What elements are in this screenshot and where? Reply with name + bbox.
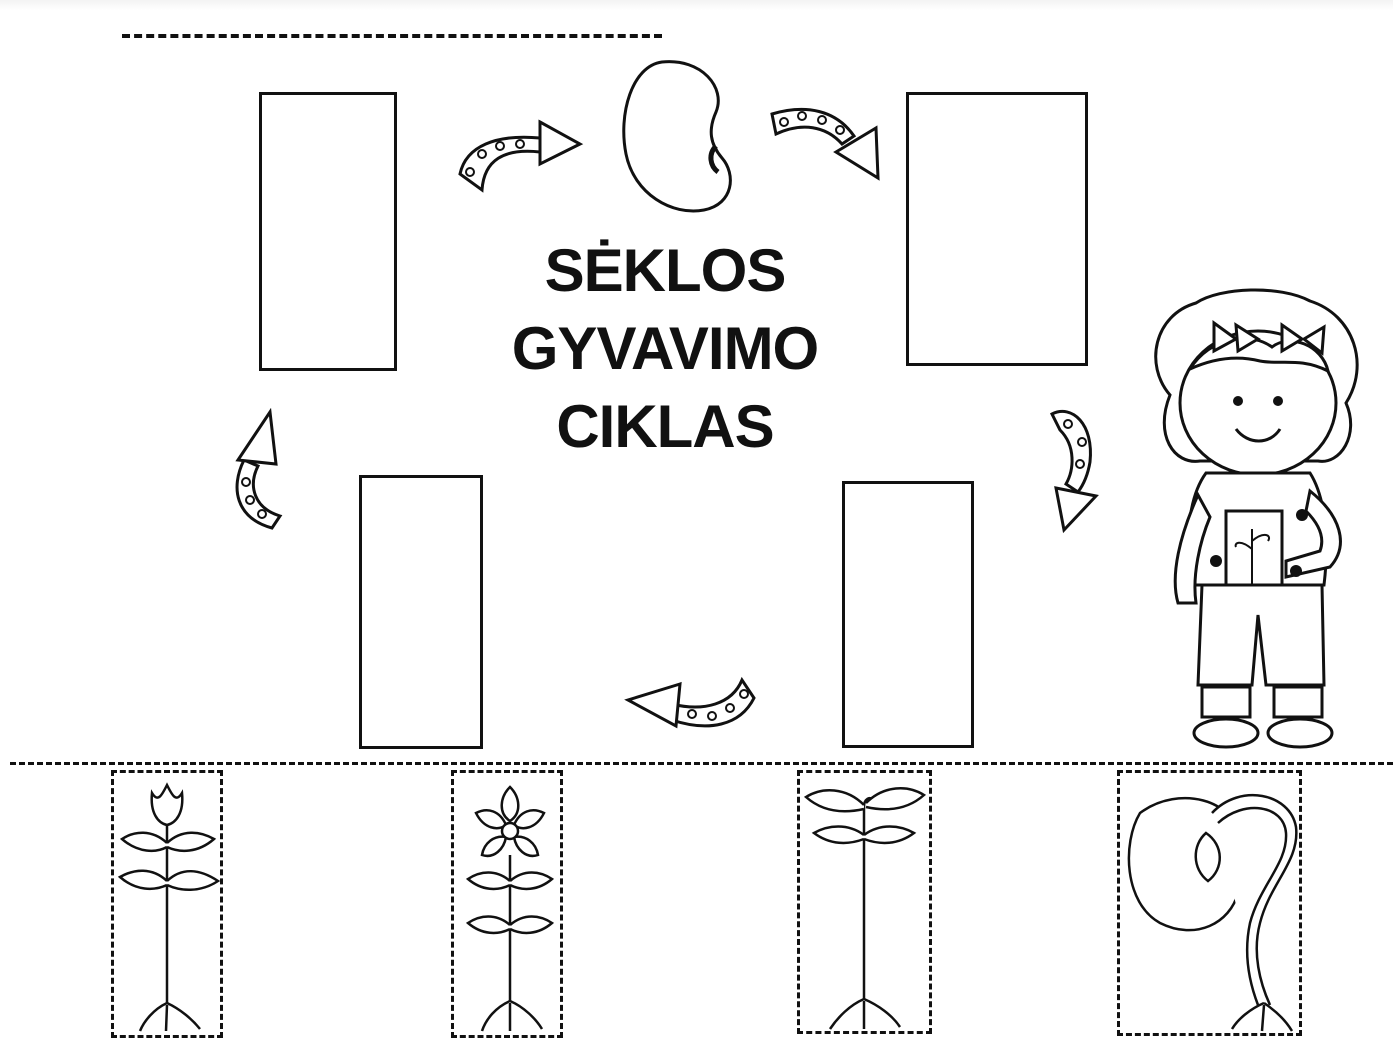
flowering-plant-icon [465, 785, 555, 1032]
curved-arrow-icon [235, 408, 283, 530]
curved-arrow-icon [1049, 410, 1099, 534]
young-plant-icon [803, 787, 927, 1030]
cut-line [10, 762, 1393, 765]
curved-arrow-icon [624, 676, 756, 729]
picture-card-young-plant[interactable] [797, 770, 932, 1034]
answer-box-bottom-right[interactable] [842, 481, 974, 748]
answer-box-top-left[interactable] [259, 92, 397, 371]
sprouting-seed-icon [1127, 793, 1298, 1032]
bean-seed-icon [622, 60, 732, 213]
top-shadow-bar [0, 0, 1393, 10]
name-write-line [122, 34, 662, 38]
girl-holding-sprout-illustration [1154, 288, 1359, 749]
worksheet-title: SĖKLOS GYVAVIMO CIKLAS [500, 232, 830, 466]
picture-card-sprouting-seed[interactable] [1117, 770, 1302, 1036]
title-line-3: CIKLAS [556, 393, 774, 460]
picture-card-budding-plant[interactable] [111, 770, 223, 1038]
title-line-1: SĖKLOS [544, 237, 787, 304]
answer-box-top-right[interactable] [906, 92, 1088, 366]
answer-box-bottom-left[interactable] [359, 475, 483, 749]
curved-arrow-icon [458, 119, 584, 193]
title-line-2: GYVAVIMO [511, 315, 819, 382]
curved-arrow-icon [770, 107, 880, 181]
budding-plant-icon [117, 782, 220, 1032]
picture-card-flowering-plant[interactable] [451, 770, 563, 1038]
